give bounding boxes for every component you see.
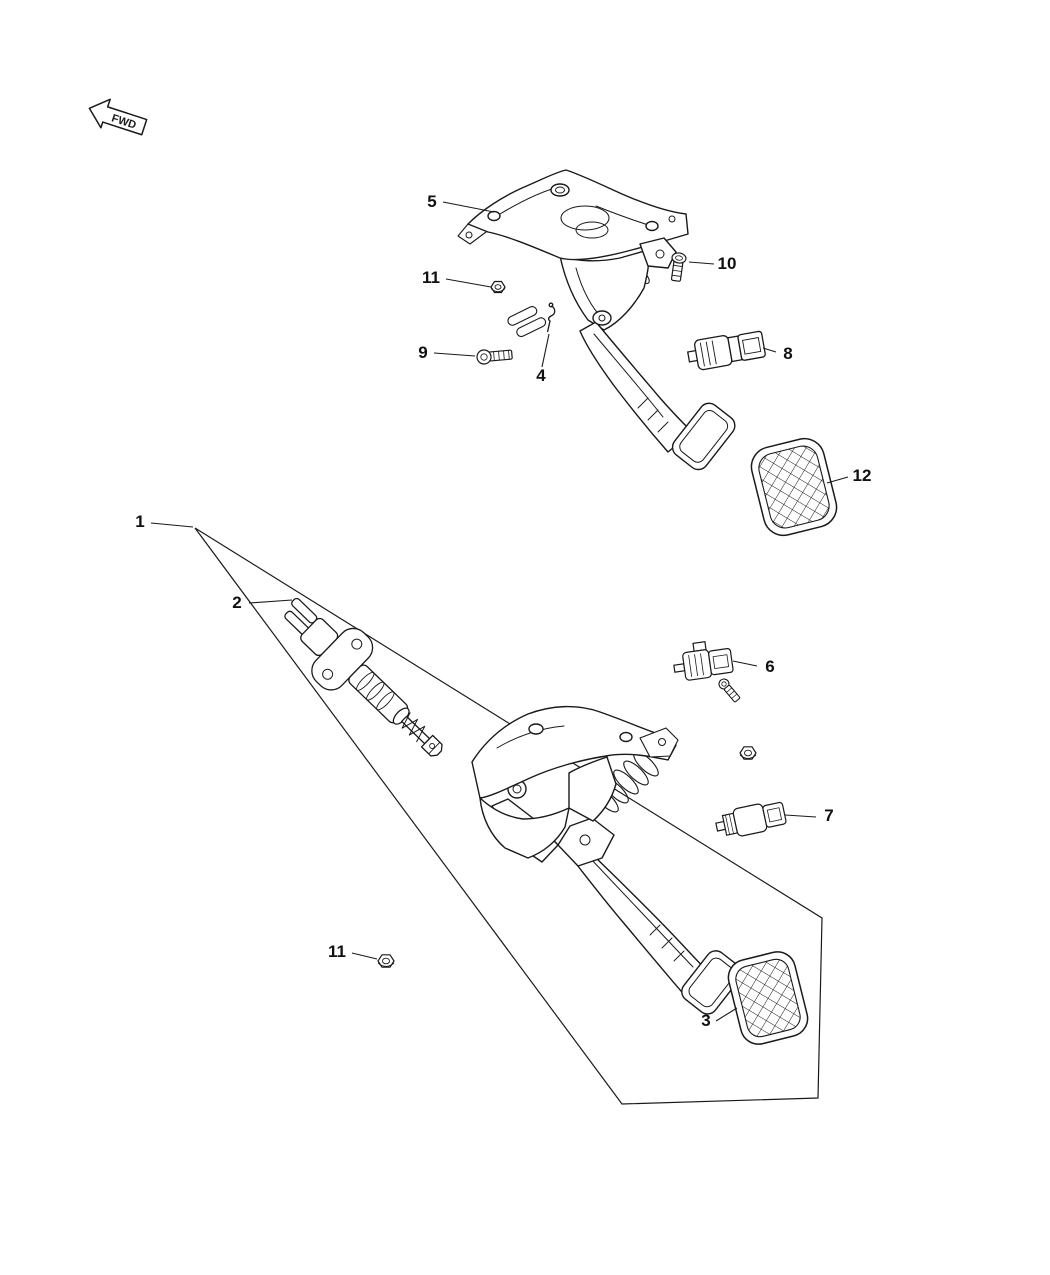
bolt-9 — [476, 349, 513, 365]
fwd-arrow: FWD — [88, 98, 148, 136]
upper-mounting-bracket — [467, 169, 689, 261]
callout-10: 10 — [688, 254, 737, 273]
callout-1: 1 — [135, 512, 194, 531]
upper-pedal-foot — [671, 402, 736, 471]
callout-4-label: 4 — [536, 366, 546, 385]
upper-pedal-arm — [579, 321, 693, 453]
callout-12-label: 12 — [853, 466, 872, 485]
fwd-arrow-outline — [88, 98, 148, 136]
callout-9-label: 9 — [418, 343, 427, 362]
callout-9: 9 — [418, 343, 476, 362]
callout-11-lower-label: 11 — [328, 942, 346, 961]
bushings — [507, 306, 547, 338]
callout-8: 8 — [762, 344, 793, 363]
callout-5-label: 5 — [427, 192, 436, 211]
callout-6-label: 6 — [765, 657, 774, 676]
bolt-6 — [718, 678, 741, 703]
clutch-pedal-foot — [681, 950, 743, 1015]
upper-pedal-assembly — [457, 169, 736, 471]
clutch-bracket-assembly — [471, 705, 743, 1015]
callout-2: 2 — [232, 593, 293, 612]
callout-11-lower: 11 — [328, 942, 378, 961]
bracket-upright — [479, 797, 570, 859]
callout-7-label: 7 — [824, 806, 833, 825]
callout-10-label: 10 — [718, 254, 737, 273]
callout-4: 4 — [536, 333, 550, 385]
callout-8-label: 8 — [783, 344, 792, 363]
pedal-pad-12 — [750, 437, 838, 537]
upper-bracket-right-tab — [639, 237, 677, 269]
callout-11-upper: 11 — [422, 268, 492, 288]
clip-4 — [546, 302, 556, 333]
callout-7: 7 — [784, 806, 834, 825]
nut-11-upper — [490, 280, 506, 294]
nut-11-lower — [377, 954, 395, 968]
switch-6 — [673, 640, 734, 681]
callout-6: 6 — [732, 657, 775, 676]
callout-5: 5 — [427, 192, 495, 213]
callout-12: 12 — [826, 466, 872, 485]
pedal-pad-3 — [727, 951, 809, 1045]
switch-7 — [715, 801, 787, 837]
callout-11-upper-label: 11 — [422, 268, 440, 287]
switch-8 — [686, 330, 766, 371]
callouts: 5 11 10 9 4 8 12 1 — [135, 192, 871, 1030]
callout-1-label: 1 — [135, 512, 144, 531]
bracket-plate-b — [557, 817, 615, 867]
upper-bracket-side-plate — [559, 249, 650, 331]
callout-3: 3 — [701, 1007, 738, 1030]
nut-above-7 — [739, 746, 757, 760]
bolt-10 — [670, 252, 687, 282]
callout-3-label: 3 — [701, 1011, 710, 1030]
callout-2-label: 2 — [232, 593, 241, 612]
clutch-master-cylinder — [284, 597, 443, 757]
